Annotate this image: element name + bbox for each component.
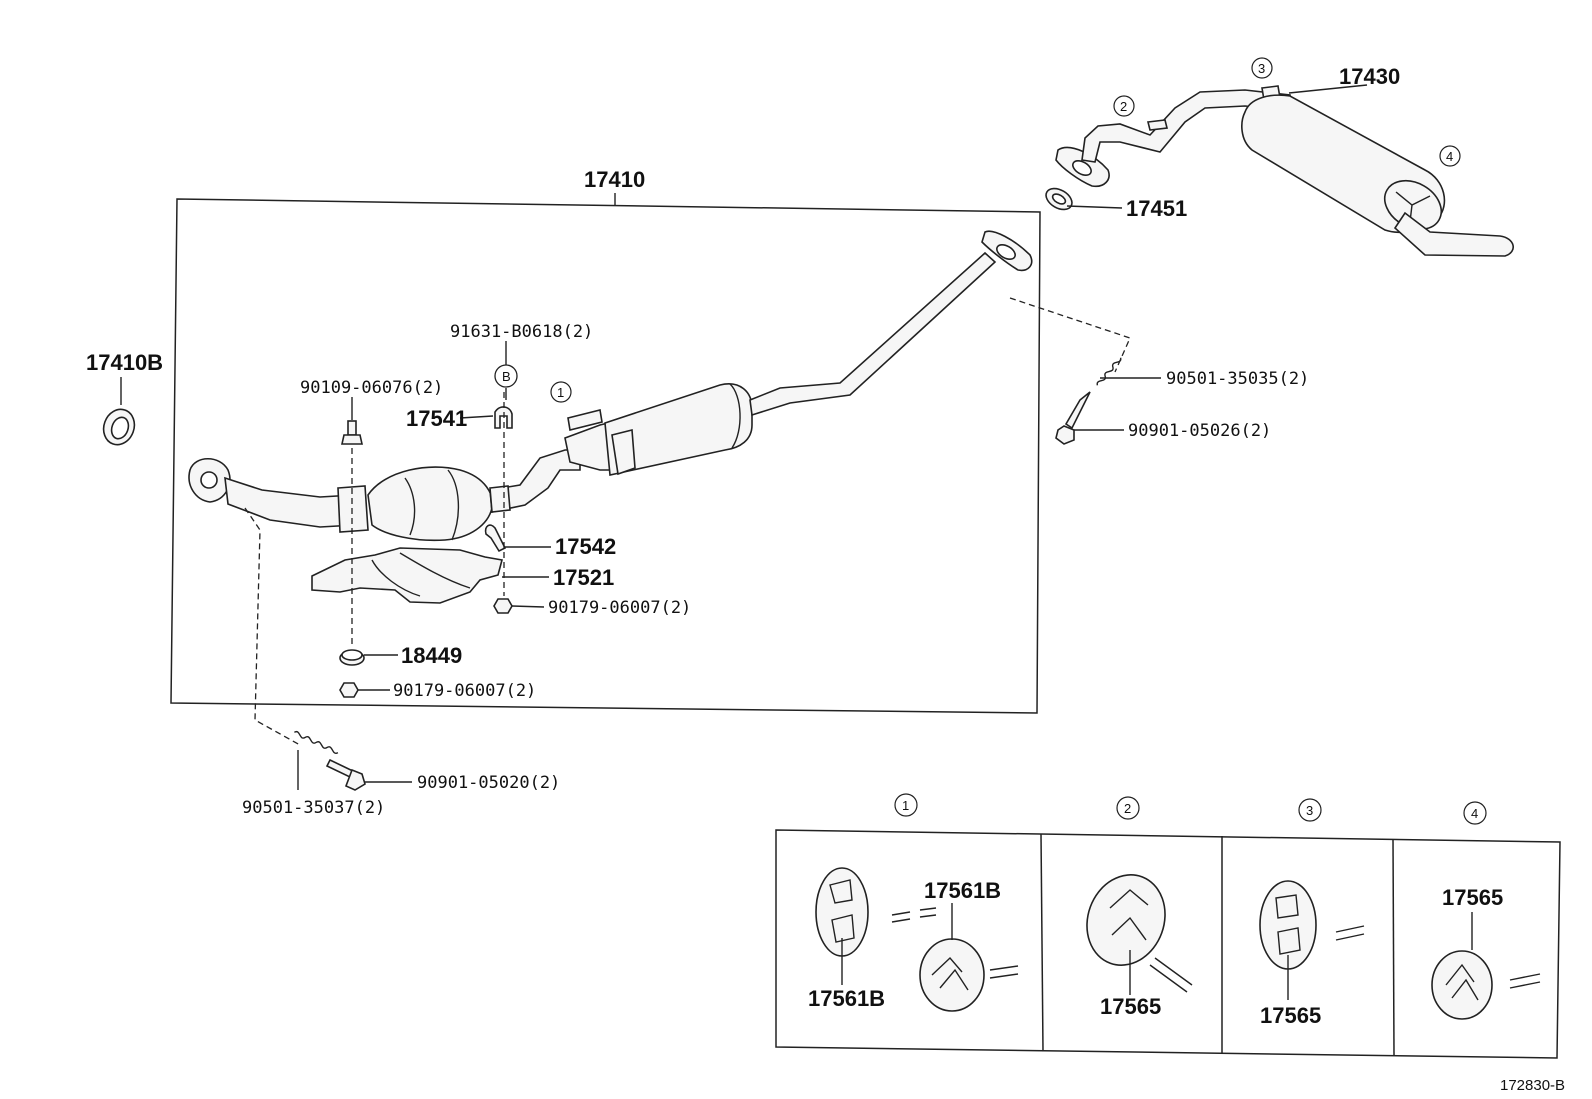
bolt-90901-05026[interactable] (1055, 391, 1091, 445)
bolt-90901-05020[interactable] (325, 758, 366, 791)
label-17561b-b[interactable]: 17561B (924, 878, 1001, 903)
label-90179-06007-left[interactable]: 90179-06007(2) (393, 681, 536, 701)
label-17521[interactable]: 17521 (553, 565, 614, 590)
label-91631-b0618[interactable]: 91631-B0618(2) (450, 322, 593, 342)
hanger-17565-panel-3[interactable] (1259, 880, 1317, 970)
svg-text:3: 3 (1306, 803, 1313, 818)
svg-text:2: 2 (1124, 801, 1131, 816)
detail-panel-1-number: 1 (894, 793, 918, 817)
detail-panels: 1 2 3 4 17561B 17561B (775, 793, 1561, 1059)
bushing-18449[interactable] (339, 649, 365, 666)
detail-panel-4-number: 4 (1463, 801, 1487, 825)
front-pipe-catalyst[interactable] (188, 449, 581, 542)
callout-3: 3 (1251, 57, 1273, 79)
label-17430[interactable]: 17430 (1339, 64, 1400, 89)
label-17565-panel-3[interactable]: 17565 (1260, 1003, 1321, 1028)
svg-text:3: 3 (1258, 61, 1265, 76)
hanger-17561b-b[interactable] (919, 938, 985, 1012)
label-17541[interactable]: 17541 (406, 406, 467, 431)
label-17565-panel-2[interactable]: 17565 (1100, 994, 1161, 1019)
heat-insulator-17521[interactable] (311, 547, 503, 604)
svg-text:2: 2 (1120, 99, 1127, 114)
spring-90501-35035[interactable] (1096, 357, 1122, 387)
svg-text:4: 4 (1471, 806, 1478, 821)
callout-1: 1 (550, 381, 572, 403)
center-pipe-sub-muffler[interactable] (564, 230, 1033, 476)
gasket-17410b[interactable] (99, 405, 140, 449)
label-90109-06076[interactable]: 90109-06076(2) (300, 378, 443, 398)
label-90501-35035[interactable]: 90501-35035(2) (1166, 369, 1309, 389)
tail-pipe-muffler-17430[interactable] (1042, 85, 1514, 257)
svg-text:B: B (502, 369, 511, 384)
nut-90179-06007-right[interactable] (493, 598, 513, 614)
hanger-17561b-a[interactable] (815, 867, 869, 957)
label-17565-panel-4[interactable]: 17565 (1442, 885, 1503, 910)
label-17542[interactable]: 17542 (555, 534, 616, 559)
clamp-17542[interactable] (484, 524, 507, 553)
label-18449[interactable]: 18449 (401, 643, 462, 668)
label-17410[interactable]: 17410 (584, 167, 645, 192)
callout-b: B (494, 364, 518, 388)
label-90901-05020[interactable]: 90901-05020(2) (417, 773, 560, 793)
svg-text:1: 1 (902, 798, 909, 813)
figure-code: 172830-B (1500, 1077, 1565, 1094)
stud-bolt-90109-06076[interactable] (341, 420, 363, 445)
hanger-17565-panel-4[interactable] (1431, 950, 1493, 1020)
label-17410b[interactable]: 17410B (86, 350, 163, 375)
clamp-17541[interactable] (494, 406, 513, 429)
svg-text:1: 1 (557, 385, 564, 400)
detail-panel-2-number: 2 (1116, 796, 1140, 820)
callout-4: 4 (1439, 145, 1461, 167)
svg-text:4: 4 (1446, 149, 1453, 164)
nut-90179-06007-left[interactable] (339, 682, 359, 698)
label-17451[interactable]: 17451 (1126, 196, 1187, 221)
label-90901-05026[interactable]: 90901-05026(2) (1128, 421, 1271, 441)
detail-panel-3-number: 3 (1298, 798, 1322, 822)
label-90501-35037[interactable]: 90501-35037(2) (242, 798, 385, 818)
assembly-frame (170, 198, 1041, 714)
spring-90501-35037[interactable] (294, 730, 339, 754)
callout-2: 2 (1113, 95, 1135, 117)
hanger-17565-panel-2[interactable] (1075, 864, 1178, 976)
label-90179-06007-right[interactable]: 90179-06007(2) (548, 598, 691, 618)
label-17561b-a[interactable]: 17561B (808, 986, 885, 1011)
